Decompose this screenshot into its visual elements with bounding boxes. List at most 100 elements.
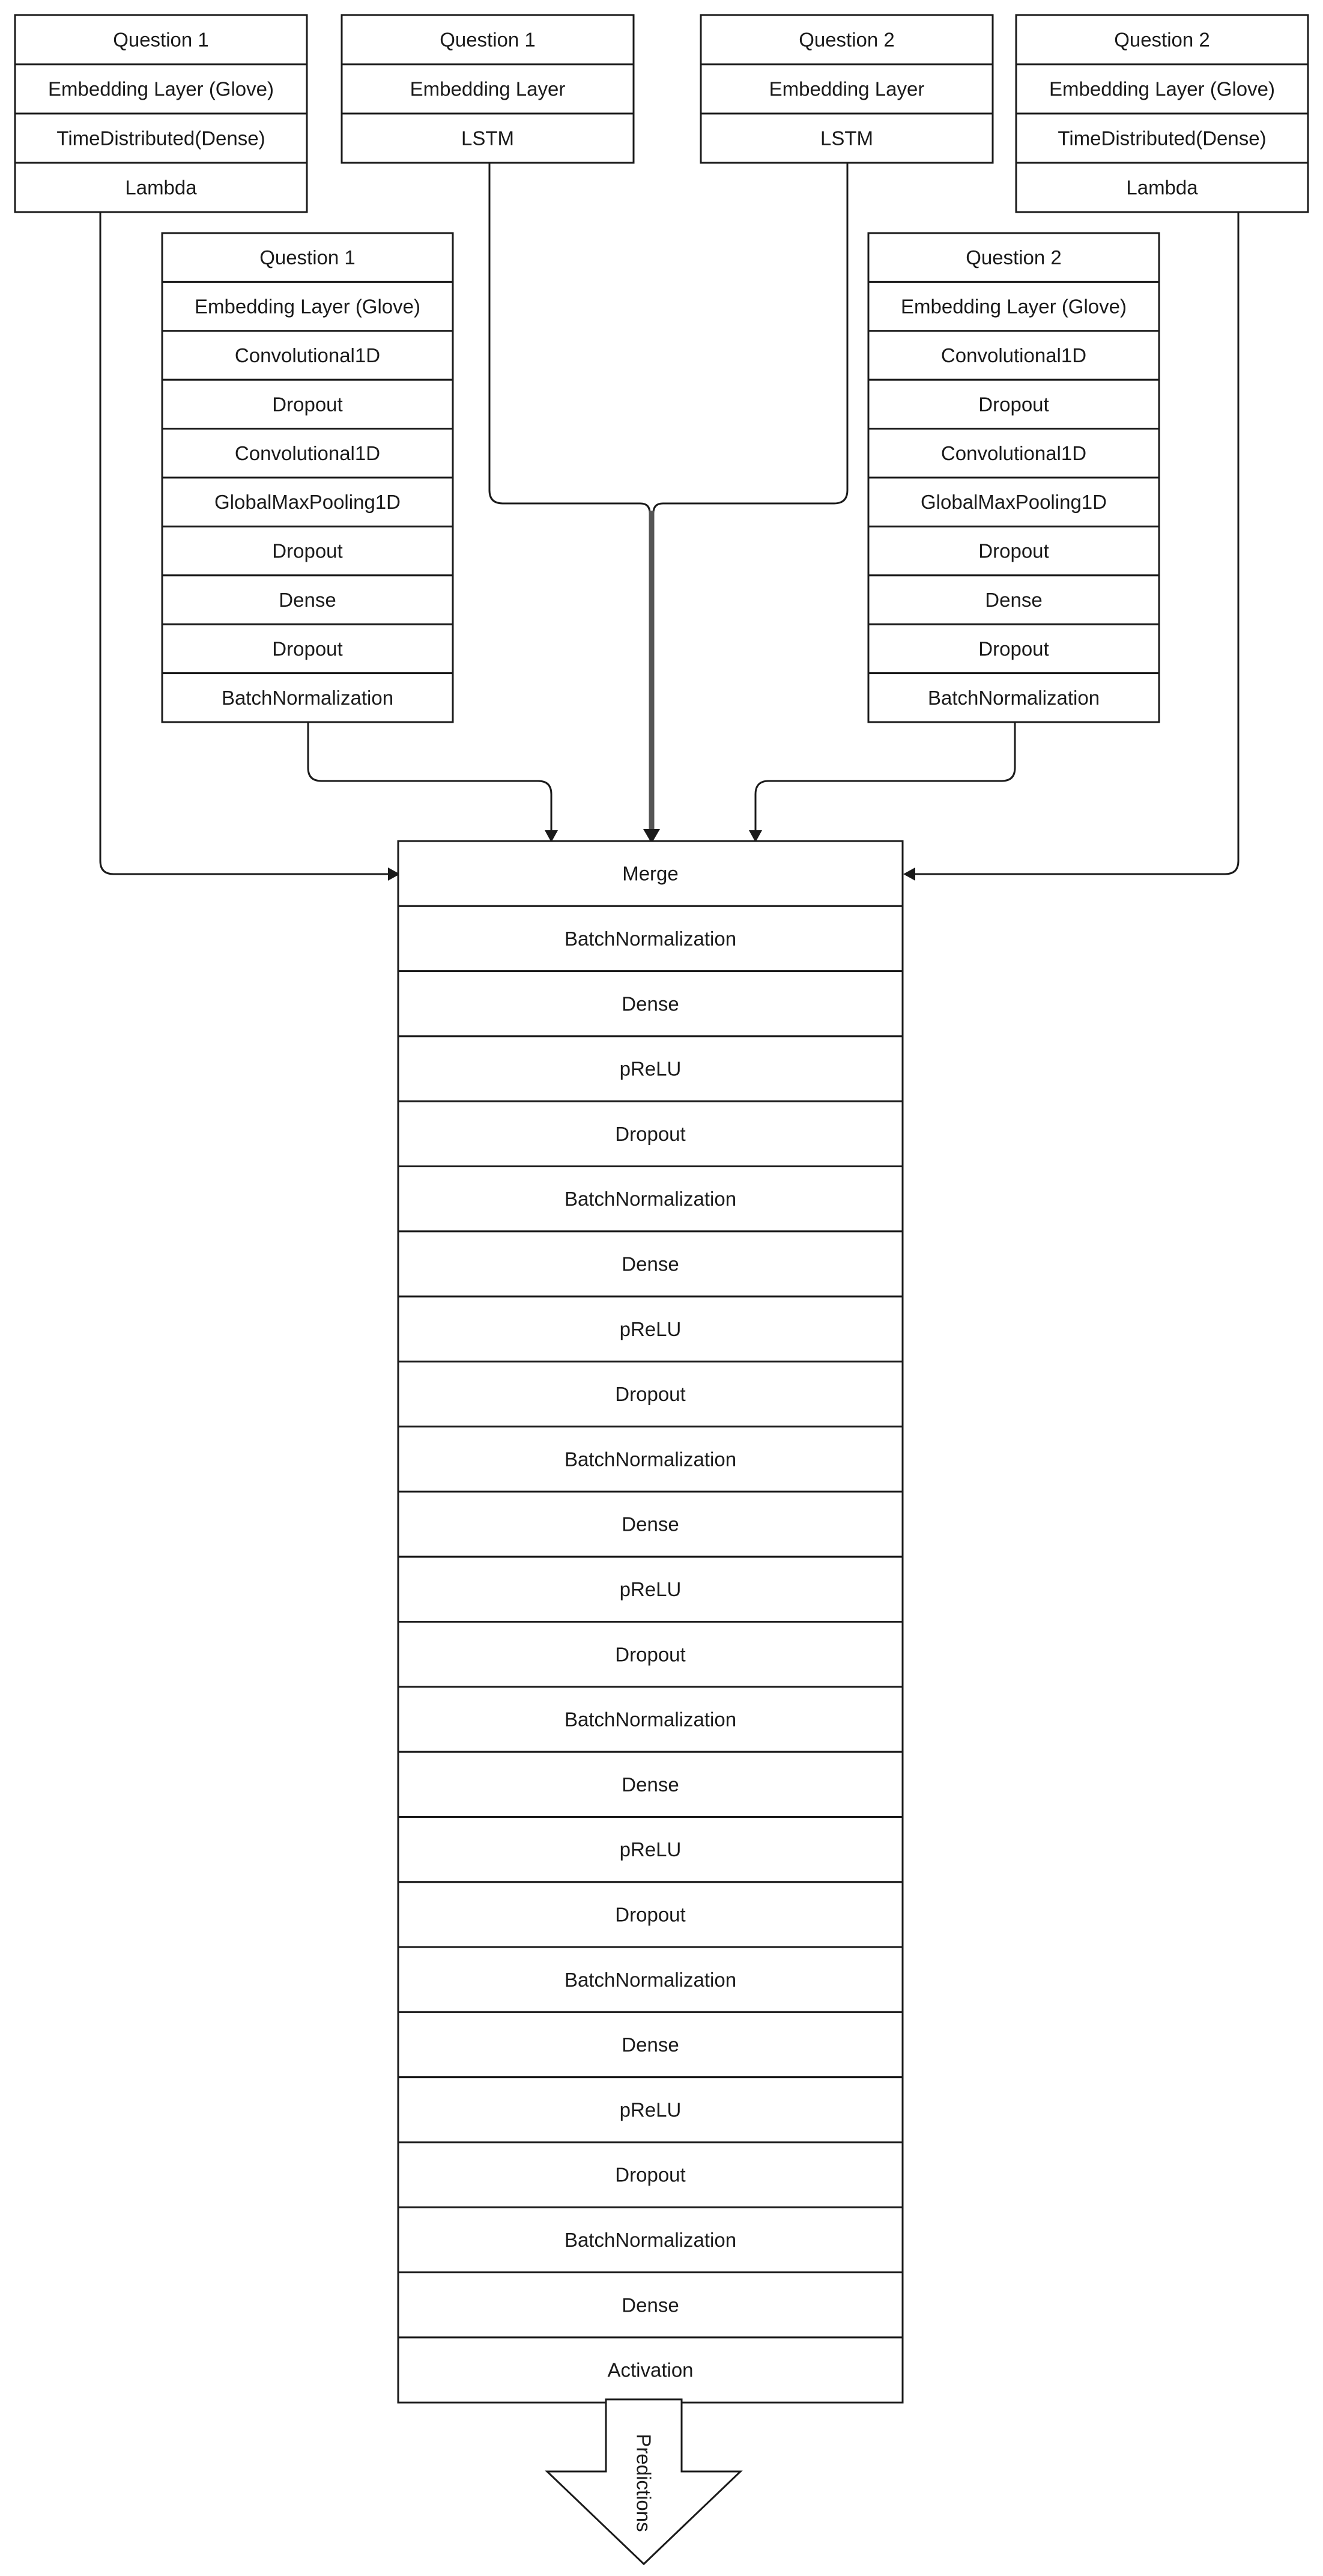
predictions-output: Predictions bbox=[545, 2398, 743, 2566]
layer-box bbox=[397, 1490, 904, 1558]
layer-box bbox=[867, 330, 1160, 381]
merge-stack-layer-prelu: pReLU bbox=[397, 1816, 904, 1883]
branch-lstm-q2-layer-embedding-layer: Embedding Layer bbox=[700, 63, 994, 115]
layer-box bbox=[1015, 63, 1309, 115]
layer-box bbox=[397, 840, 904, 907]
branch-glove-q2-layer-question-2: Question 2 bbox=[1015, 14, 1309, 65]
branch-conv-q2-layer-question-2: Question 2 bbox=[867, 232, 1160, 283]
predictions-arrow bbox=[545, 2398, 743, 2566]
merge-stack-layer-dropout: Dropout bbox=[397, 1621, 904, 1688]
layer-label: Convolutional1D bbox=[941, 442, 1086, 464]
layer-boxes: Question 1 Embedding Layer (Glove) TimeDis… bbox=[14, 14, 1309, 2404]
layer-label: Dropout bbox=[615, 1123, 685, 1145]
branch-conv-q2-layer-dropout: Dropout bbox=[867, 378, 1160, 430]
layer-label: Dropout bbox=[615, 1903, 685, 1925]
layer-box bbox=[700, 112, 994, 164]
layer-label: Embedding Layer (Glove) bbox=[901, 296, 1127, 318]
layer-label: Lambda bbox=[1126, 177, 1198, 199]
branch-glove-q1-layer-timedistributed-dense: TimeDistributed(Dense) bbox=[14, 112, 308, 164]
layer-box bbox=[161, 330, 454, 381]
arrowhead-merge-top-left bbox=[545, 830, 558, 842]
arrowhead-merge-top-right bbox=[749, 830, 762, 842]
merge-stack-layer-dropout: Dropout bbox=[397, 1881, 904, 1948]
layer-label: Convolutional1D bbox=[941, 344, 1086, 366]
layer-label: Embedding Layer bbox=[769, 78, 925, 100]
merge-stack-layer-dense: Dense bbox=[397, 1490, 904, 1558]
layer-label: Question 1 bbox=[440, 29, 536, 51]
branch-conv-q1-layer-globalmaxpooling1d: GlobalMaxPooling1D bbox=[161, 476, 454, 527]
layer-label: BatchNormalization bbox=[222, 687, 393, 709]
layer-box bbox=[161, 428, 454, 479]
branch-conv-q2-layer-dense: Dense bbox=[867, 574, 1160, 625]
layer-box bbox=[161, 623, 454, 675]
branch-lstm-q1-layer-question-1: Question 1 bbox=[341, 14, 635, 65]
arrowhead-merge-left bbox=[388, 867, 400, 881]
merge-stack-layer-prelu: pReLU bbox=[397, 1035, 904, 1102]
layer-label: GlobalMaxPooling1D bbox=[214, 491, 401, 513]
branch-conv-q2: Question 2 Embedding Layer (Glove) Convolu… bbox=[867, 232, 1160, 723]
branch-lstm-q1-layer-embedding-layer: Embedding Layer bbox=[341, 63, 635, 115]
layer-label: BatchNormalization bbox=[565, 2229, 736, 2251]
layer-label: BatchNormalization bbox=[565, 1969, 736, 1991]
layer-label: Dropout bbox=[615, 1643, 685, 1665]
layer-label: Embedding Layer (Glove) bbox=[195, 296, 420, 318]
layer-label: BatchNormalization bbox=[928, 687, 1100, 709]
layer-box bbox=[397, 1035, 904, 1102]
layer-box bbox=[700, 63, 994, 115]
branch-conv-q2-layer-dropout: Dropout bbox=[867, 623, 1160, 675]
merge-stack-layer-merge: Merge bbox=[397, 840, 904, 907]
branch-conv-q1-layer-dropout: Dropout bbox=[161, 623, 454, 675]
branch-glove-q1-layer-question-1: Question 1 bbox=[14, 14, 308, 65]
merge-stack-layer-batchnormalization: BatchNormalization bbox=[397, 1165, 904, 1233]
layer-box bbox=[14, 14, 308, 65]
branch-lstm-q1-layer-lstm: LSTM bbox=[341, 112, 635, 164]
branch-conv-q2-layer-globalmaxpooling1d: GlobalMaxPooling1D bbox=[867, 476, 1160, 527]
predictions-label: Predictions bbox=[633, 2434, 655, 2532]
merge-stack-layer-dropout: Dropout bbox=[397, 1100, 904, 1167]
branch-lstm-q2-layer-lstm: LSTM bbox=[700, 112, 994, 164]
layer-label: Convolutional1D bbox=[235, 344, 380, 366]
layer-box bbox=[397, 1165, 904, 1233]
layer-label: Merge bbox=[622, 863, 679, 885]
branch-glove-q1-layer-lambda: Lambda bbox=[14, 162, 308, 213]
layer-box bbox=[1015, 14, 1309, 65]
layer-label: Dense bbox=[622, 1773, 679, 1796]
layer-box bbox=[397, 1686, 904, 1753]
layer-label: Question 1 bbox=[259, 246, 356, 269]
layer-label: Dropout bbox=[272, 637, 342, 660]
layer-box bbox=[397, 2206, 904, 2274]
layer-box bbox=[867, 623, 1160, 675]
merge-stack-layer-batchnormalization: BatchNormalization bbox=[397, 1946, 904, 2013]
layer-label: Question 2 bbox=[799, 29, 895, 51]
branch-conv-q2-layer-dropout: Dropout bbox=[867, 525, 1160, 577]
arrowhead-merge-top-center bbox=[643, 829, 660, 843]
layer-box bbox=[397, 2336, 904, 2404]
layer-label: Dense bbox=[279, 589, 336, 611]
layer-label: Dropout bbox=[978, 393, 1049, 415]
branch-glove-q2-layer-embedding-layer-glove: Embedding Layer (Glove) bbox=[1015, 63, 1309, 115]
branch-conv-q1-layer-batchnormalization: BatchNormalization bbox=[161, 672, 454, 723]
branch-conv-q1-layer-convolutional1d: Convolutional1D bbox=[161, 428, 454, 479]
merge-stack-layer-batchnormalization: BatchNormalization bbox=[397, 1686, 904, 1753]
layer-box bbox=[397, 1751, 904, 1818]
branch-conv-q1-layer-convolutional1d: Convolutional1D bbox=[161, 330, 454, 381]
layer-label: pReLU bbox=[620, 1838, 682, 1861]
layer-box bbox=[397, 1100, 904, 1167]
merge-stack-layer-activation: Activation bbox=[397, 2336, 904, 2404]
layer-box bbox=[397, 905, 904, 973]
layer-box bbox=[14, 162, 308, 213]
layer-box bbox=[867, 281, 1160, 332]
layer-label: LSTM bbox=[461, 127, 514, 150]
branch-glove-q2-layer-lambda: Lambda bbox=[1015, 162, 1309, 213]
layer-box bbox=[397, 1295, 904, 1362]
layer-label: Embedding Layer bbox=[410, 78, 566, 100]
connector-glove-q2-to-merge bbox=[913, 210, 1240, 875]
layer-label: BatchNormalization bbox=[565, 1709, 736, 1731]
branch-conv-q2-layer-batchnormalization: BatchNormalization bbox=[867, 672, 1160, 723]
layer-label: TimeDistributed(Dense) bbox=[56, 127, 265, 150]
layer-box bbox=[397, 2271, 904, 2339]
connectors bbox=[99, 162, 1240, 881]
connector-lstm-q2-to-merge bbox=[652, 162, 849, 514]
